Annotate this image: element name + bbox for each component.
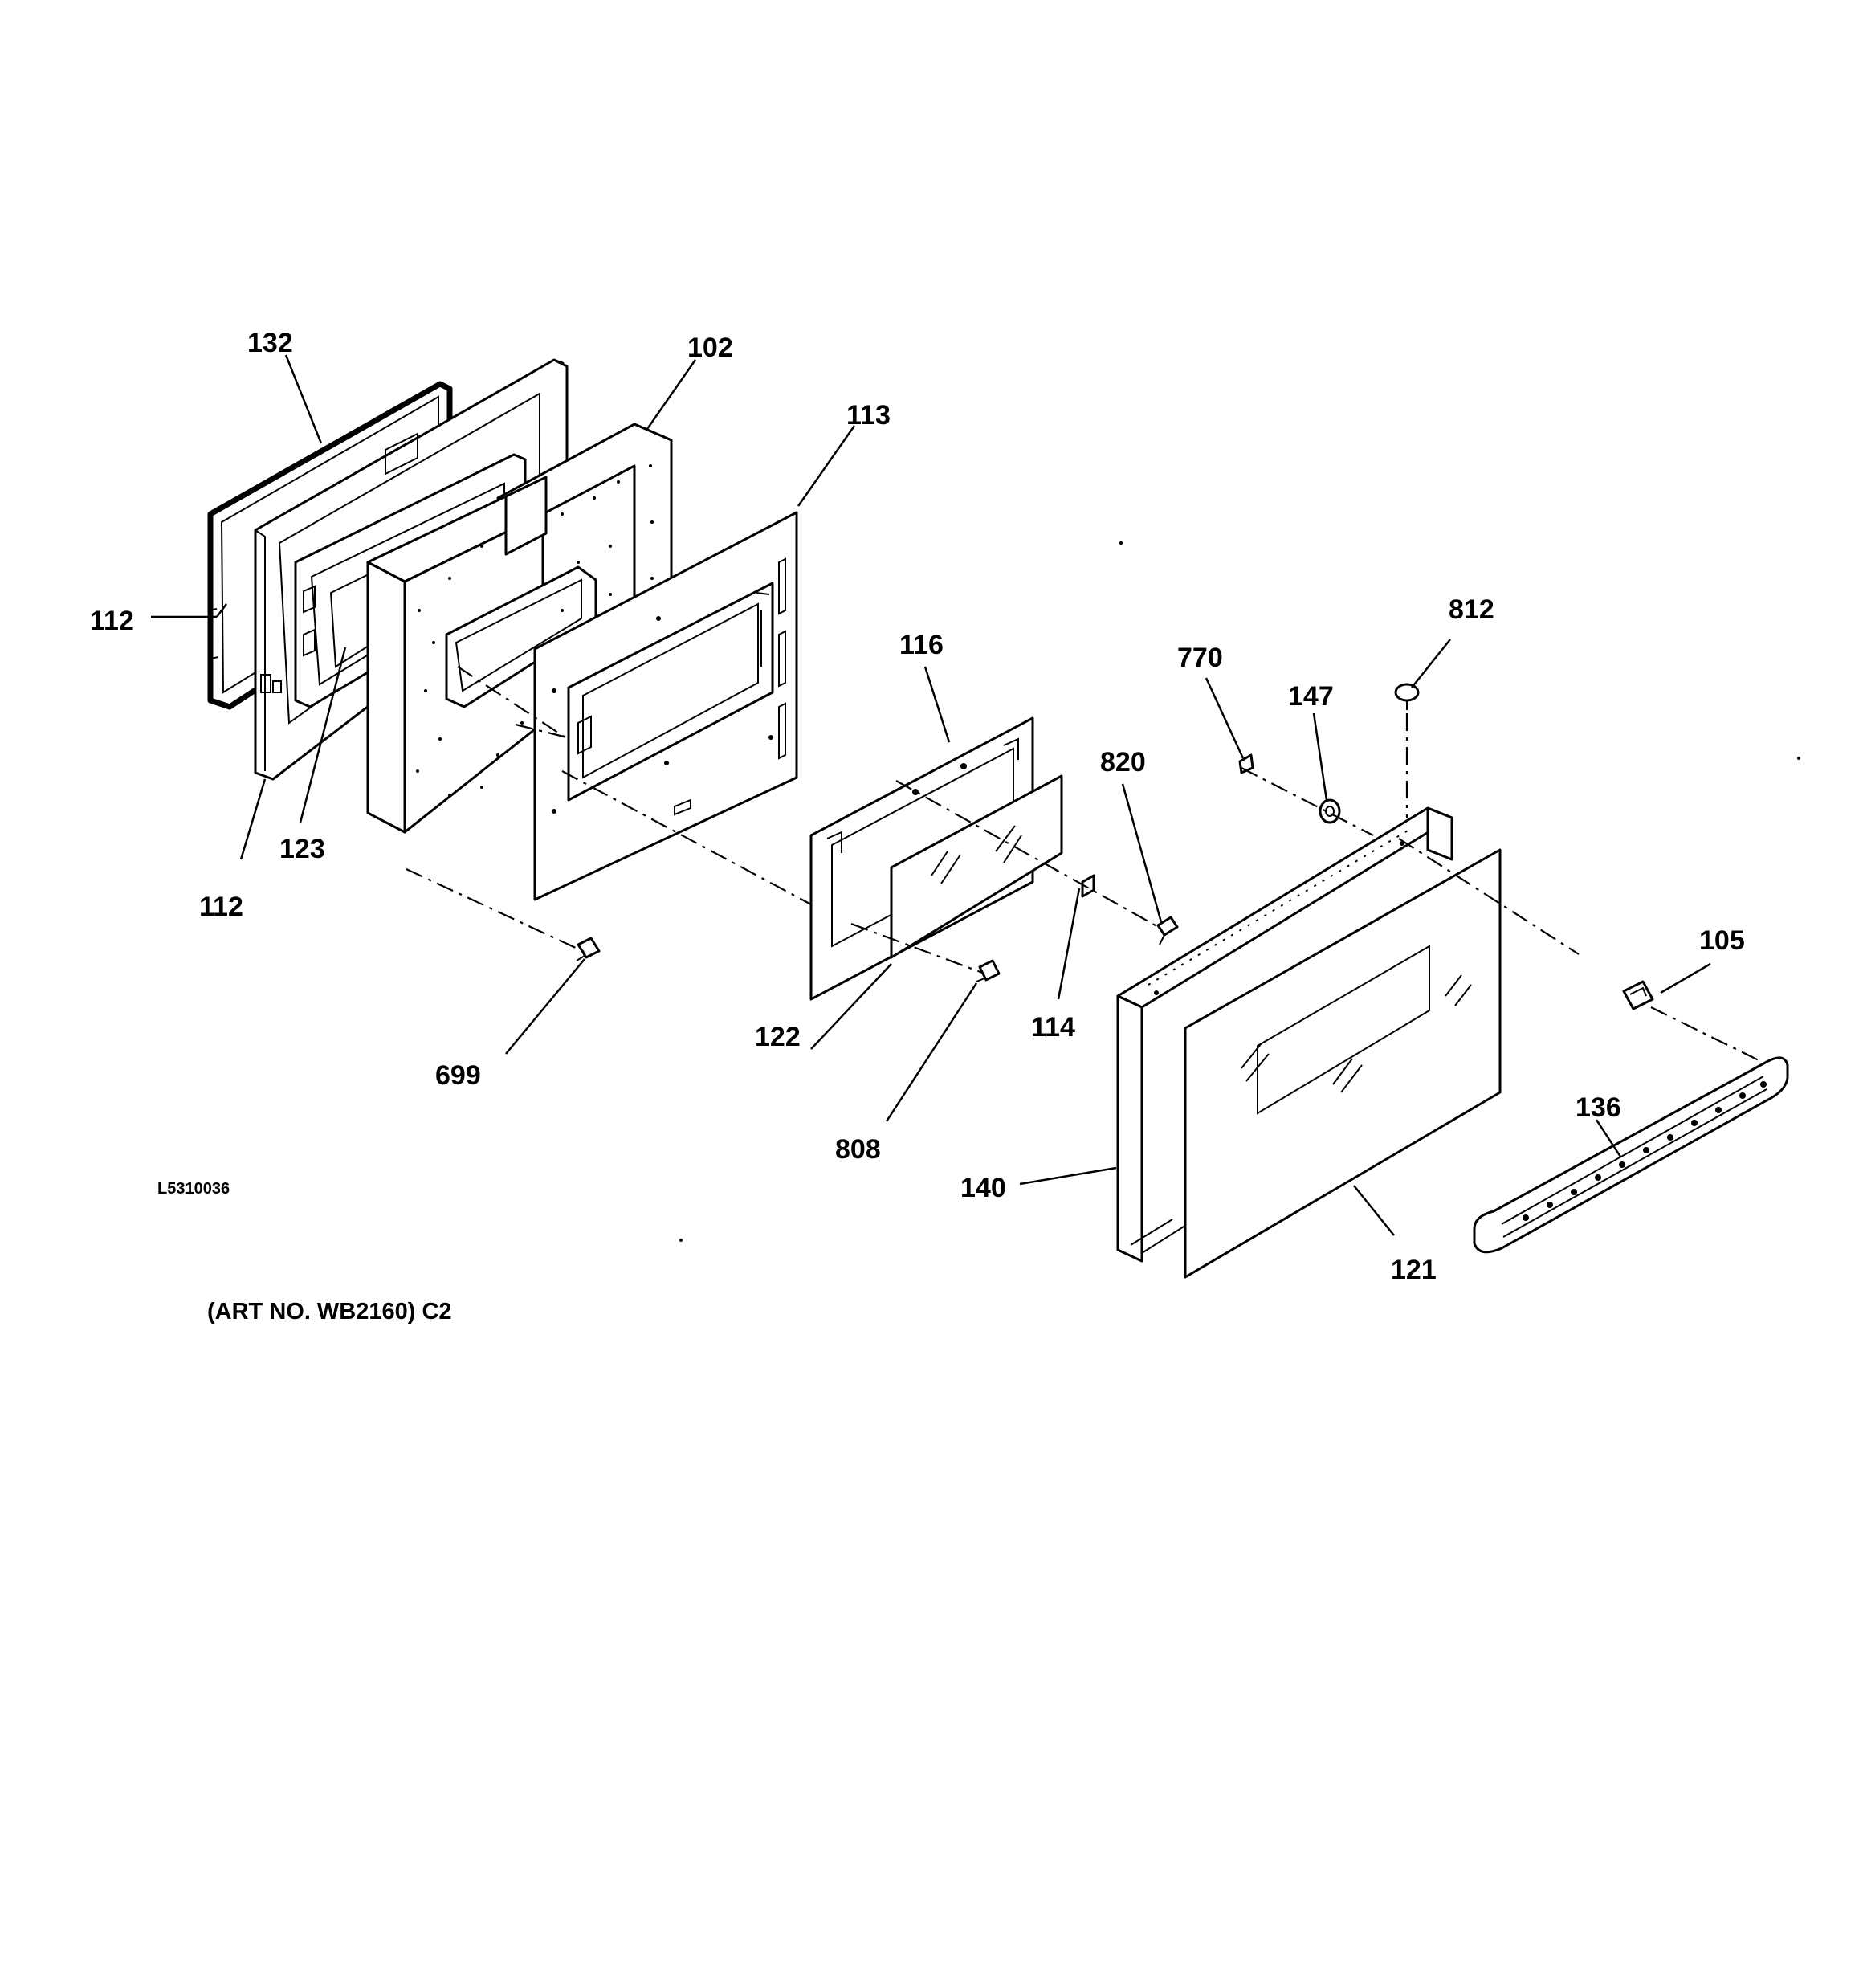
part-140-outer-door-frame: [1116, 806, 1453, 1263]
callout-114: 114: [1031, 1012, 1075, 1043]
callout-123: 123: [279, 834, 325, 864]
callout-147: 147: [1288, 681, 1334, 712]
callout-820: 820: [1100, 747, 1146, 778]
part-105-handle-end-cap: [1622, 980, 1654, 1010]
part-136-door-handle: [1473, 1056, 1789, 1254]
callout-116: 116: [899, 630, 944, 660]
part-699-screw: [576, 937, 601, 961]
art-number-caption: (ART NO. WB2160) C2: [207, 1299, 452, 1325]
callout-136: 136: [1576, 1092, 1621, 1123]
callout-122: 122: [755, 1022, 801, 1052]
callout-770: 770: [1177, 643, 1223, 673]
callout-699: 699: [435, 1060, 481, 1091]
callout-140: 140: [960, 1173, 1006, 1203]
part-114-glass-clip: [1081, 874, 1095, 898]
art-code: L5310036: [157, 1180, 230, 1198]
part-820-screw: [1156, 916, 1179, 945]
callout-102: 102: [687, 333, 733, 363]
callouts: 132 102 113 112 112 123 116 770 147 812 …: [90, 328, 1745, 1285]
callout-113: 113: [846, 400, 891, 431]
part-812-screw: [1394, 683, 1420, 710]
assembly-lines: [406, 666, 1759, 1061]
leader-lines: [151, 354, 1711, 1236]
part-808-screw: [976, 959, 1001, 982]
part-121-outer-door-glass: [1184, 848, 1502, 1279]
callout-112-lower: 112: [199, 892, 243, 922]
part-122-window-glass: [890, 774, 1063, 959]
callout-132: 132: [247, 328, 293, 358]
callout-105: 105: [1699, 925, 1745, 956]
callout-112-upper: 112: [90, 606, 134, 636]
part-147-spacer: [1319, 798, 1341, 824]
callout-121: 121: [1391, 1255, 1437, 1285]
callout-808: 808: [835, 1134, 881, 1165]
part-113-inner-door-panel: [533, 511, 798, 901]
callout-812: 812: [1449, 594, 1494, 625]
